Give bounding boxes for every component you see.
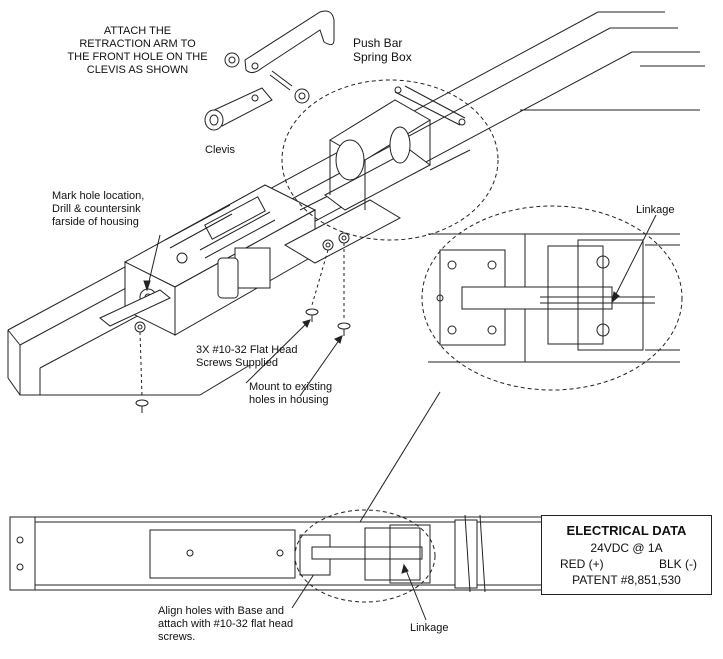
- linkage-detail-label: Linkage: [636, 204, 675, 216]
- plan-view-rail: [9, 509, 700, 603]
- mount-note: Mount to existing holes in housing: [249, 381, 332, 407]
- attach-line-1: ATTACH THE: [103, 25, 172, 37]
- push-bar-line-2: Spring Box: [353, 50, 412, 64]
- mark-line-3: farside of housing: [52, 216, 139, 228]
- mark-line-1: Mark hole location,: [52, 190, 145, 202]
- retraction-arm: [244, 10, 335, 74]
- mark-hole-note: Mark hole location, Drill & countersink …: [52, 190, 144, 229]
- strike-housing: [99, 184, 317, 336]
- screw-alignment-lines: [139, 243, 345, 397]
- spring-box: [324, 85, 466, 211]
- align-line-3: screws.: [158, 631, 196, 643]
- pin-and-washers: [224, 52, 310, 104]
- clevis: [204, 87, 273, 131]
- align-line-1: Align holes with Base and: [158, 605, 284, 617]
- flat-head-screws: [135, 308, 351, 413]
- spring-box-callout-ellipse: [281, 79, 499, 241]
- attach-instruction: ATTACH THE RETRACTION ARM TO THE FRONT H…: [50, 25, 225, 77]
- clevis-label: Clevis: [205, 144, 235, 156]
- linkage-bottom-label: Linkage: [410, 622, 449, 634]
- electrical-red-wire: RED (+): [560, 557, 604, 571]
- mark-line-2: Drill & countersink: [52, 203, 141, 215]
- screws-line-1: 3X #10-32 Flat Head: [196, 344, 298, 356]
- screws-note: 3X #10-32 Flat Head Screws Supplied: [196, 344, 298, 370]
- linkage-detail: [421, 205, 683, 391]
- attach-line-2: RETRACTION ARM TO: [79, 38, 196, 50]
- attach-line-4: CLEVIS AS SHOWN: [86, 64, 189, 76]
- electrical-voltage: 24VDC @ 1A: [590, 541, 663, 555]
- mount-line-2: holes in housing: [249, 394, 329, 406]
- align-note: Align holes with Base and attach with #1…: [158, 605, 293, 644]
- attach-line-3: THE FRONT HOLE ON THE: [67, 51, 208, 63]
- align-line-2: attach with #10-32 flat head: [158, 618, 294, 630]
- push-bar-line-1: Push Bar: [353, 36, 403, 50]
- electrical-patent: PATENT #8,851,530: [572, 573, 681, 587]
- leader-lines: [143, 214, 657, 621]
- electrical-data-box: ELECTRICAL DATA 24VDC @ 1A RED (+) BLK (…: [541, 515, 712, 595]
- screws-line-2: Screws Supplied: [196, 357, 278, 369]
- mount-line-1: Mount to existing: [249, 381, 333, 393]
- electrical-black-wire: BLK (-): [658, 557, 697, 571]
- electrical-title: ELECTRICAL DATA: [566, 523, 687, 538]
- push-bar-label: Push Bar Spring Box: [353, 36, 412, 64]
